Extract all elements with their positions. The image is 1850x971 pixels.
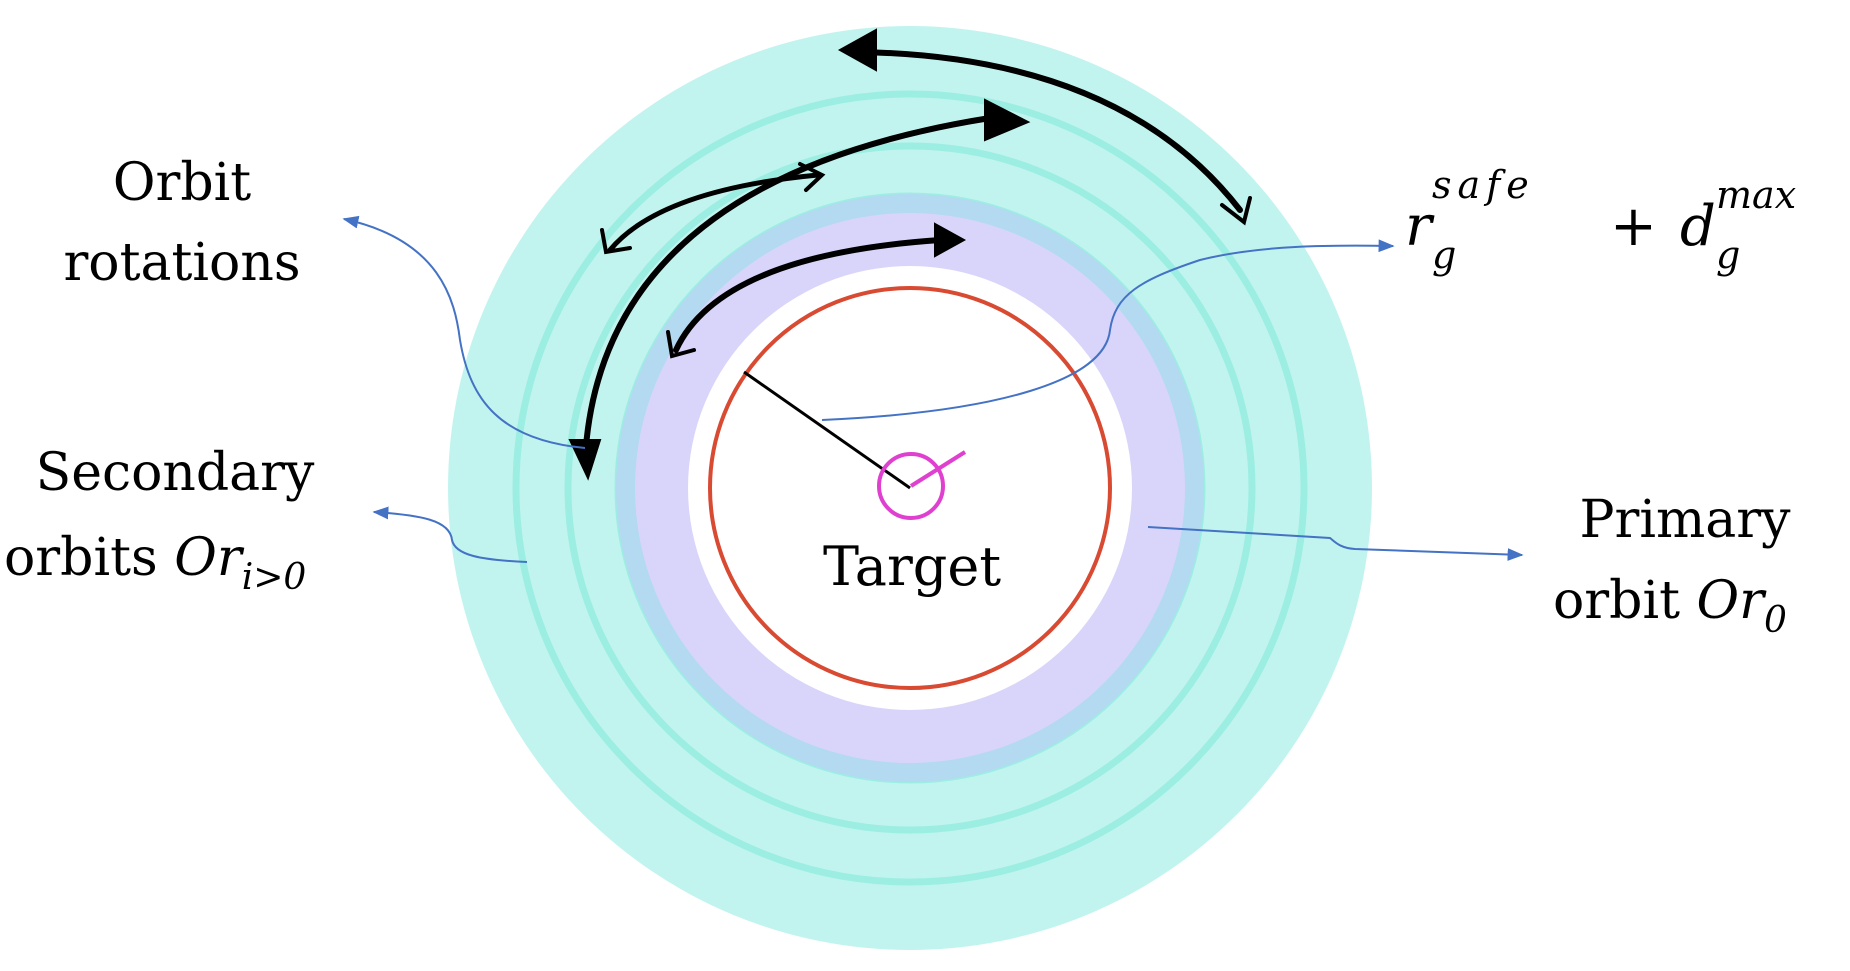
secondary-orbit-ring-1 xyxy=(512,90,1308,886)
svg-text:g: g xyxy=(1432,233,1456,277)
svg-text:d: d xyxy=(1680,194,1716,259)
arrowhead-outer-right xyxy=(1220,196,1252,226)
rotation-arrow-second xyxy=(582,115,993,463)
leader-secondary-orbits xyxy=(372,506,528,563)
secondary-orbit-ring-2 xyxy=(564,142,1256,834)
rotation-arrow-third xyxy=(607,172,821,253)
arrowhead-inner-right xyxy=(934,222,967,258)
label-target: Target xyxy=(823,535,1001,598)
svg-text:r: r xyxy=(1405,194,1435,259)
arrowhead-third-left xyxy=(600,228,632,255)
label-primary-line1: Primary xyxy=(1579,490,1791,550)
target-marker-icon xyxy=(877,452,945,520)
label-secondary-line2: orbits Ori>0 xyxy=(4,528,306,598)
arrowhead-outer-left xyxy=(837,28,877,72)
leader-orbit-rotations xyxy=(342,215,586,449)
leader-radius xyxy=(821,239,1395,421)
rotation-arrow-outer xyxy=(852,49,1243,213)
label-secondary-line1: Secondary xyxy=(36,443,315,503)
target-heading-line xyxy=(909,450,967,488)
label-orbit-rotations-line2: rotations xyxy=(63,233,300,293)
leader-lines xyxy=(342,215,1524,563)
label-primary-line2: orbit Or0 xyxy=(1553,571,1787,641)
svg-text:+: + xyxy=(1610,194,1657,259)
label-orbit-rotations-line1: Orbit xyxy=(113,153,251,213)
svg-text:g: g xyxy=(1716,233,1740,277)
orbit-rotation-arrows xyxy=(568,28,1252,481)
arrowhead-second-bottom xyxy=(568,439,602,481)
leader-primary-orbit xyxy=(1147,526,1524,561)
arrowhead-third-right xyxy=(798,162,826,192)
arrowhead-second-right xyxy=(984,98,1031,142)
svg-text:max: max xyxy=(1716,173,1796,217)
rotation-arrow-inner xyxy=(673,237,943,353)
svg-text:safe: safe xyxy=(1432,163,1535,207)
label-radius-formula: r g safe + d g max xyxy=(1405,163,1796,277)
arrowhead-inner-left xyxy=(666,330,696,359)
target-boundary-circle xyxy=(708,286,1112,690)
